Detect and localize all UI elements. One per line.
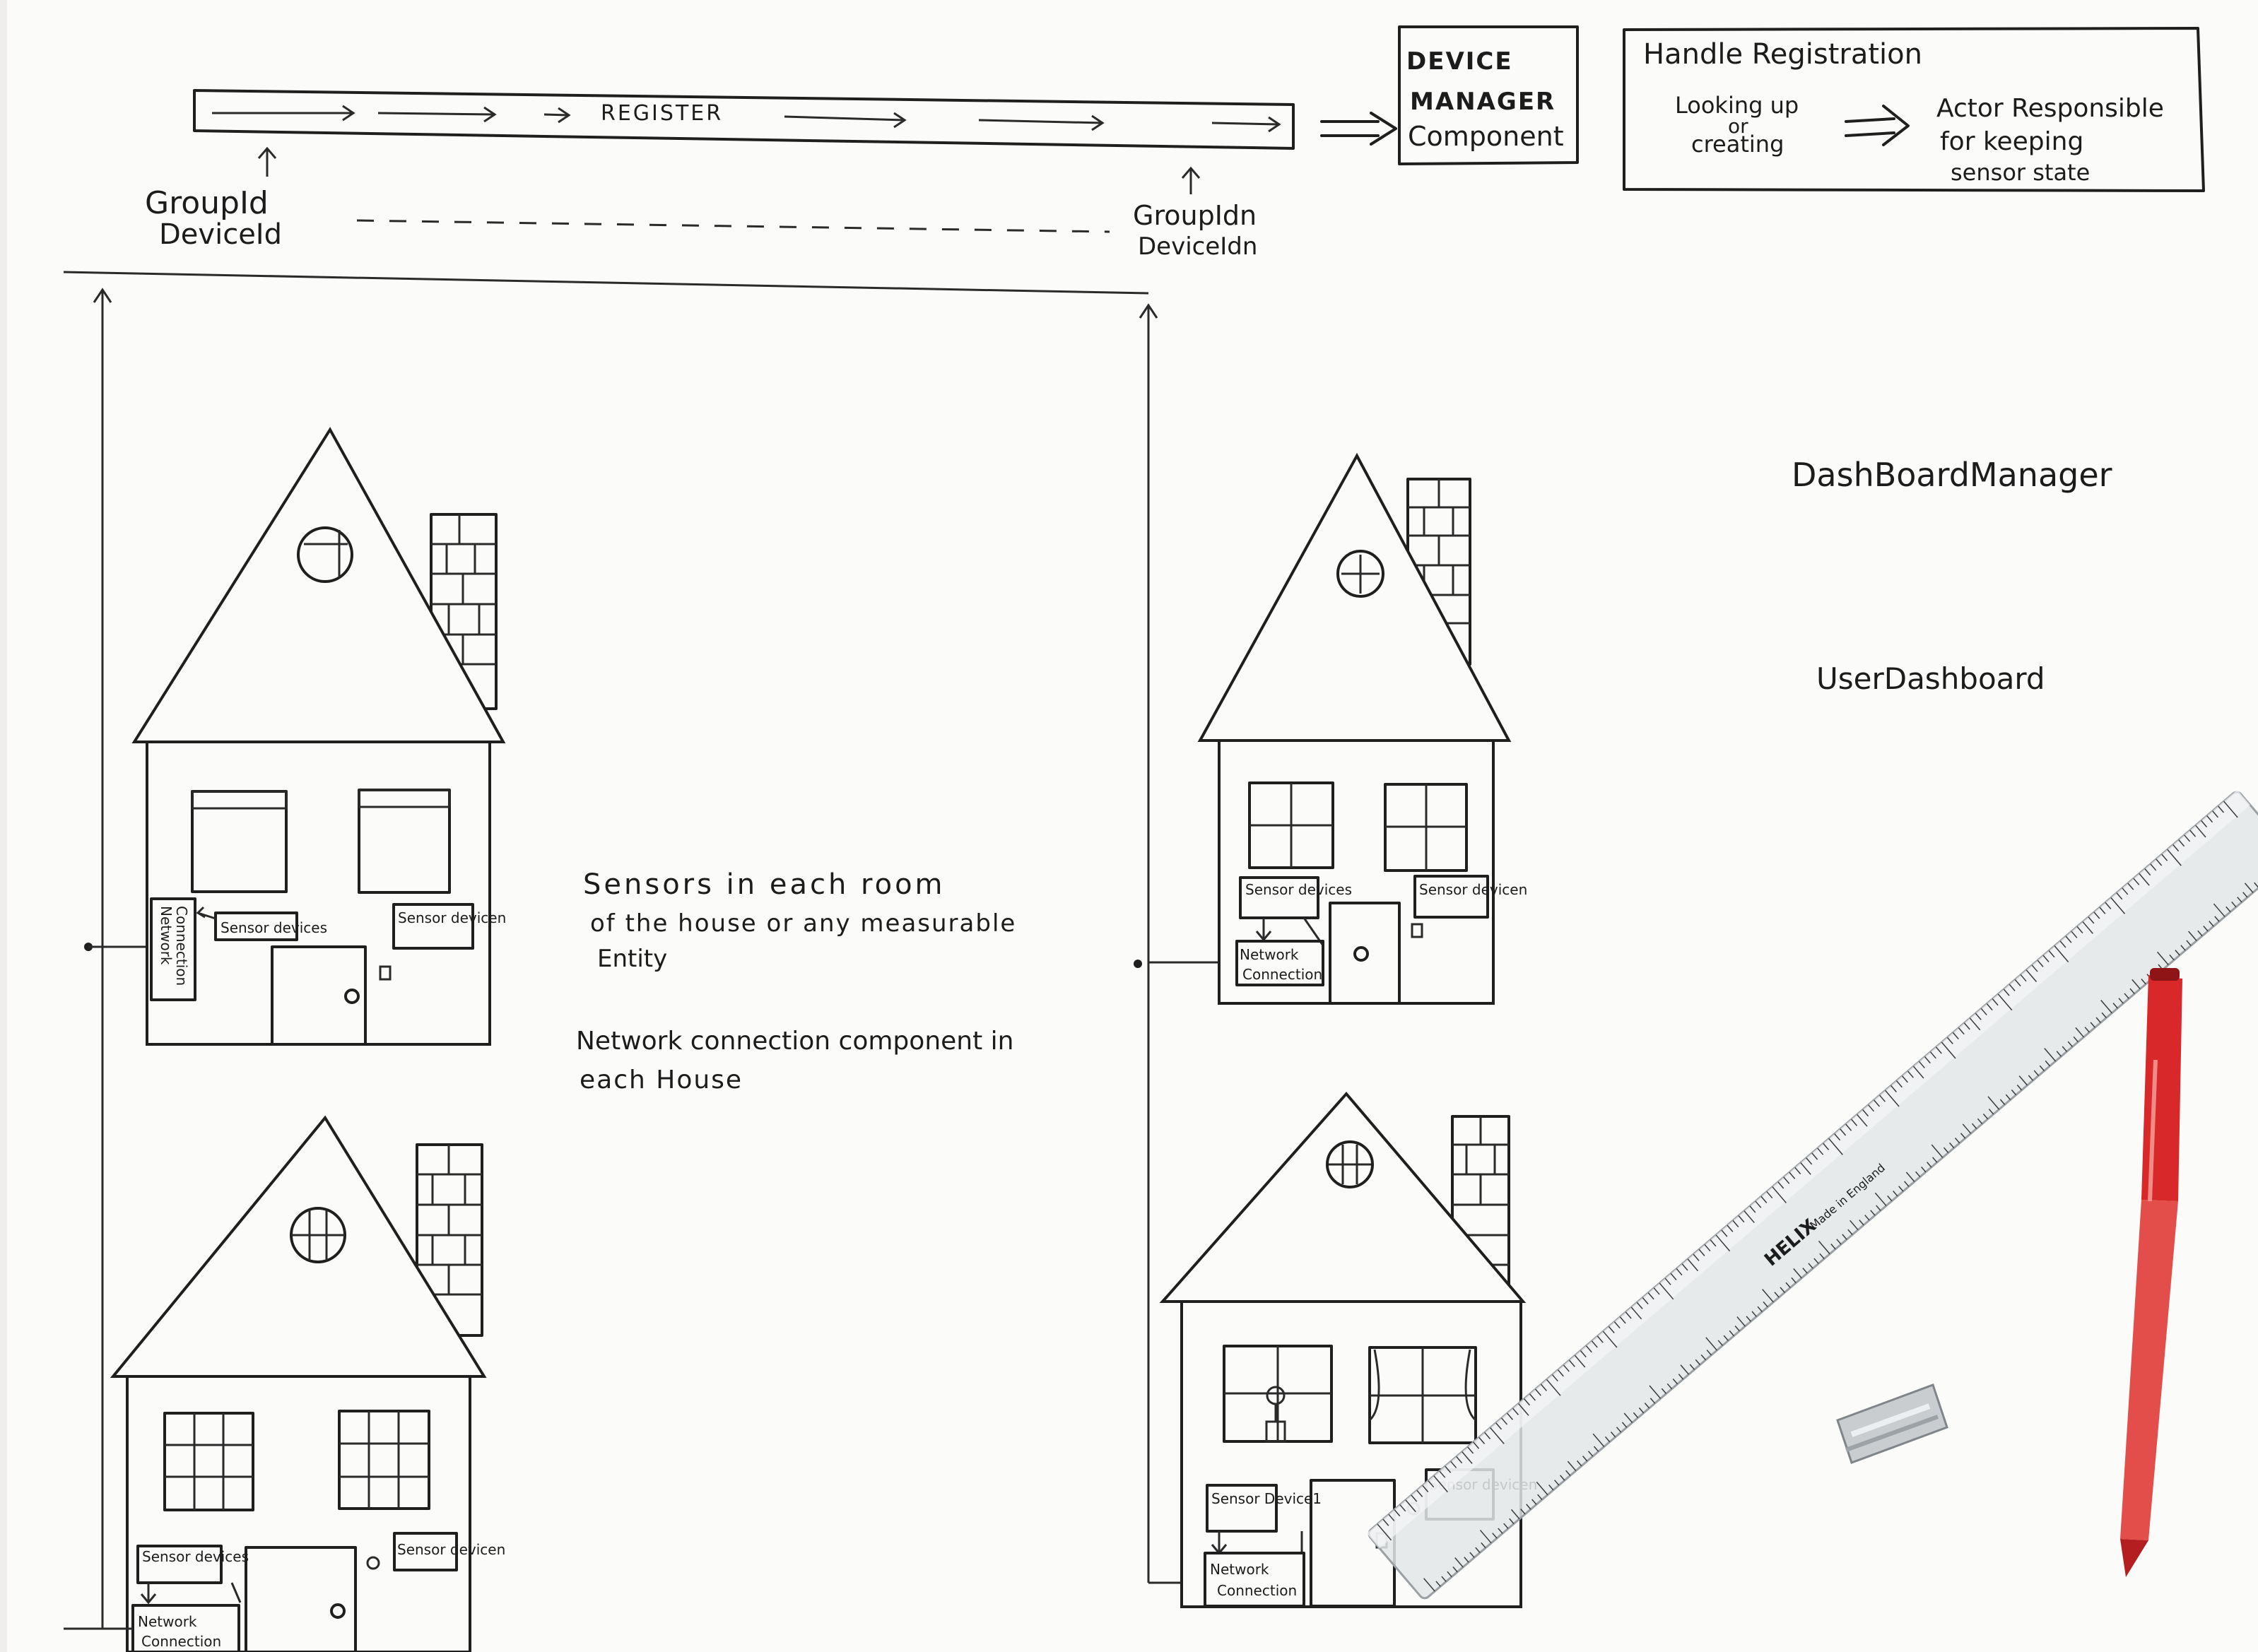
- network-connection-label: Network: [1210, 1561, 1269, 1578]
- device-manager-line2: MANAGER: [1410, 88, 1556, 116]
- sensor-device-label: Sensor devices: [220, 919, 327, 936]
- group-id-right: GroupIdn: [1133, 200, 1257, 231]
- dashboard-manager-label: DashBoardManager: [1792, 456, 2112, 494]
- device-id-left: DeviceId: [159, 218, 282, 251]
- sensors-note-line3: Entity: [597, 945, 667, 973]
- device-id-right: DeviceIdn: [1138, 232, 1257, 261]
- sensor-device-label: Sensor devicen: [397, 1541, 505, 1558]
- handle-registration-title: Handle Registration: [1643, 38, 1922, 71]
- network-connection-label: Connection: [1217, 1582, 1297, 1599]
- actor-responsible-text: Actor Responsible: [1936, 94, 2164, 123]
- network-note-line1: Network connection component in: [576, 1027, 1013, 1056]
- network-connection-label: Connection: [141, 1633, 221, 1650]
- register-label: REGISTER: [601, 101, 723, 126]
- network-note-line2: each House: [580, 1066, 743, 1095]
- device-manager-line1: DEVICE: [1406, 47, 1513, 76]
- sensor-state-text: sensor state: [1951, 159, 2090, 186]
- device-manager-line3: Component: [1408, 121, 1564, 152]
- user-dashboard-label: UserDashboard: [1816, 661, 2045, 696]
- sensor-device-label: Sensor devicen: [1419, 881, 1527, 898]
- network-connection-label: Network: [1240, 946, 1299, 963]
- group-id-left: GroupId: [145, 185, 269, 221]
- sensor-device-label: Sensor devicen: [398, 909, 506, 926]
- network-connection-label: Network: [158, 906, 175, 965]
- sensors-note-line1: Sensors in each room: [583, 868, 946, 901]
- sensor-device-label: Sensor Device1: [1211, 1490, 1322, 1507]
- network-connection-label: Connection: [1242, 966, 1322, 983]
- sensors-note-line2: of the house or any measurable: [590, 909, 1016, 938]
- network-connection-label: Network: [138, 1613, 197, 1630]
- network-connection-label: Connection: [173, 906, 190, 986]
- sensor-device-label: Sensor devices: [1245, 881, 1352, 898]
- creating-text: creating: [1691, 131, 1784, 158]
- for-keeping-text: for keeping: [1940, 127, 2083, 156]
- sensor-device-label: Sensor devices: [142, 1548, 249, 1565]
